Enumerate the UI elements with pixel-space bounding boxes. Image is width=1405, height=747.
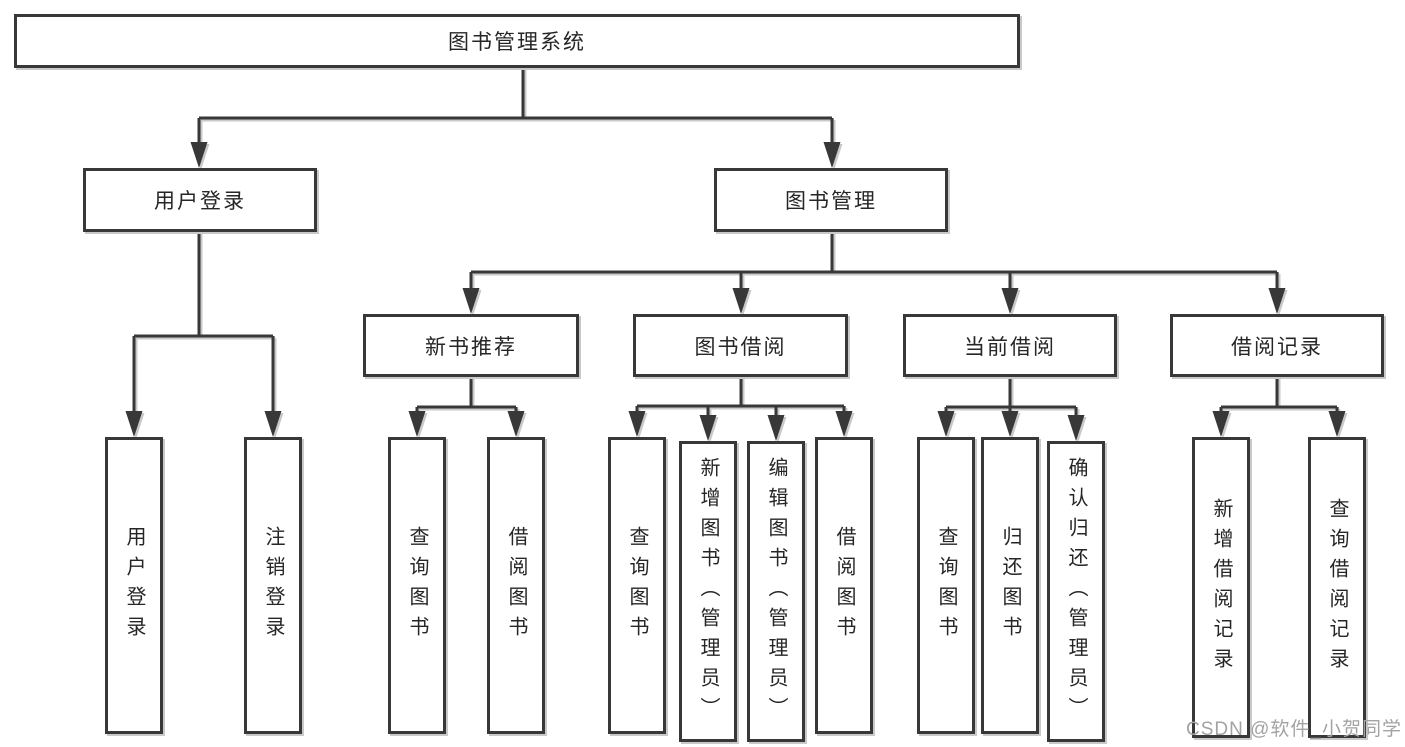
connector-book-management-lines [469,232,1279,290]
connector-user-login [125,232,282,437]
leaf-logout: 注销登录 [244,437,302,734]
leaf-label: 查询借阅记录 [1326,497,1348,678]
arrow-head [1001,411,1019,437]
node-label: 图书管理系统 [448,31,586,54]
arrow-head [408,411,426,437]
arrow-head [628,411,646,437]
connector-borrowing-records-lines [1219,377,1339,414]
leaf-return-book: 归还图书 [981,437,1039,734]
arrow-head [1067,415,1085,441]
arrow-head [462,288,480,314]
leaf-label: 查询图书 [935,525,957,646]
node-label: 借阅记录 [1231,335,1323,359]
leaf-label: 借阅图书 [833,525,855,646]
node-new-book-recommend: 新书推荐 [363,314,579,377]
leaf-label: 用户登录 [123,525,145,646]
arrow-head [1212,411,1230,437]
arrow-head [1001,288,1019,314]
leaf-label: 新增图书（管理员） [697,456,719,727]
watermark: CSDN @软件_小贺同学 [1186,719,1402,740]
node-book-management: 图书管理 [714,168,948,232]
node-book-borrowing: 图书借阅 [633,314,848,377]
leaf-user-login: 用户登录 [105,437,163,734]
node-current-borrowing: 当前借阅 [903,314,1117,377]
connector-current-borrowing [937,377,1085,441]
node-label: 用户登录 [154,190,246,213]
leaf-query-books-3: 查询图书 [917,437,975,734]
leaf-borrow-books-1: 借阅图书 [487,437,545,734]
connector-current-borrowing-lines [944,377,1078,418]
arrow-head [732,288,750,314]
node-borrowing-records: 借阅记录 [1170,314,1384,377]
arrow-head [264,411,282,437]
connector-new-book-recommend [408,377,525,437]
arrow-head [1268,288,1286,314]
leaf-label: 确认归还（管理员） [1065,456,1087,727]
leaf-borrow-books-2: 借阅图书 [815,437,873,734]
connector-root [190,68,841,168]
leaf-label: 查询图书 [626,525,648,646]
node-label: 新书推荐 [425,335,517,359]
connector-book-borrowing [628,377,853,441]
leaf-add-book-admin: 新增图书（管理员） [679,441,737,742]
arrow-head [507,411,525,437]
leaf-label: 查询图书 [406,525,428,646]
arrow-head [823,142,841,168]
connector-user-login-lines [132,232,275,414]
connector-root-lines [197,68,834,145]
node-label: 当前借阅 [964,335,1056,359]
node-label: 图书管理 [785,190,877,213]
node-user-login: 用户登录 [83,168,317,232]
arrow-head [767,415,785,441]
leaf-label: 新增借阅记录 [1210,497,1232,678]
connector-book-borrowing-lines [635,377,846,418]
arrow-head [699,415,717,441]
arrow-head [190,142,208,168]
leaf-add-borrow-record: 新增借阅记录 [1192,437,1250,738]
arrow-head [835,411,853,437]
leaf-label: 借阅图书 [505,525,527,646]
leaf-label: 编辑图书（管理员） [765,456,787,727]
connector-new-book-recommend-lines [415,377,518,414]
leaf-confirm-return-admin: 确认归还（管理员） [1047,441,1105,742]
leaf-label: 归还图书 [999,525,1021,646]
arrow-head [125,411,143,437]
leaf-query-books-1: 查询图书 [388,437,446,734]
node-library-system: 图书管理系统 [14,14,1020,68]
leaf-query-borrow-record: 查询借阅记录 [1308,437,1366,738]
arrow-head [1328,411,1346,437]
leaf-edit-book-admin: 编辑图书（管理员） [747,441,805,742]
connector-borrowing-records [1212,377,1346,437]
leaf-query-books-2: 查询图书 [608,437,666,734]
connector-book-management [462,232,1286,314]
node-label: 图书借阅 [694,335,787,359]
arrow-head [937,411,955,437]
leaf-label: 注销登录 [262,525,284,646]
